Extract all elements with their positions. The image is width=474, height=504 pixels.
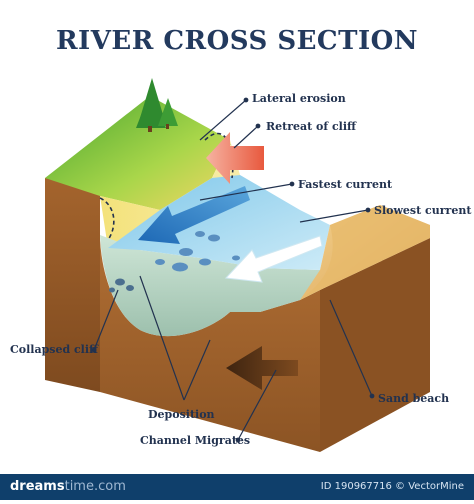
deposition-pebbles	[155, 231, 240, 272]
brand-main: dreams	[10, 479, 65, 494]
collapsed-cliff-rocks	[109, 278, 134, 293]
label-lateral-erosion: Lateral erosion	[252, 92, 346, 105]
soil-front-face	[100, 188, 430, 452]
tree-icon	[136, 78, 178, 132]
diagram-title: RIVER CROSS SECTION	[55, 26, 419, 56]
label-fastest-current: Fastest current	[298, 178, 393, 191]
footer-bar: dreamstime.com ID 190967716 © VectorMine	[0, 474, 474, 500]
footer-image-id: ID 190967716 © VectorMine	[320, 481, 464, 492]
river-channel-section	[100, 235, 320, 337]
channel-migrates-arrow-icon	[226, 346, 298, 390]
footer-brand[interactable]: dreamstime.com	[10, 479, 126, 494]
label-retreat-of-cliff: Retreat of cliff	[266, 120, 357, 133]
brand-suffix: time.com	[64, 479, 126, 494]
label-collapsed-cliff: Collapsed cliff	[10, 343, 99, 356]
water-surface	[108, 175, 330, 270]
label-channel-migrates: Channel Migrates	[140, 434, 251, 447]
label-deposition: Deposition	[148, 408, 215, 421]
leader-lines	[91, 97, 375, 443]
fastest-current-arrow-icon	[138, 186, 250, 244]
label-sand-beach: Sand beach	[378, 392, 450, 405]
label-slowest-current: Slowest current	[374, 204, 472, 217]
slowest-current-arrow-icon	[224, 235, 323, 283]
retreat-arrow-icon	[206, 132, 264, 184]
